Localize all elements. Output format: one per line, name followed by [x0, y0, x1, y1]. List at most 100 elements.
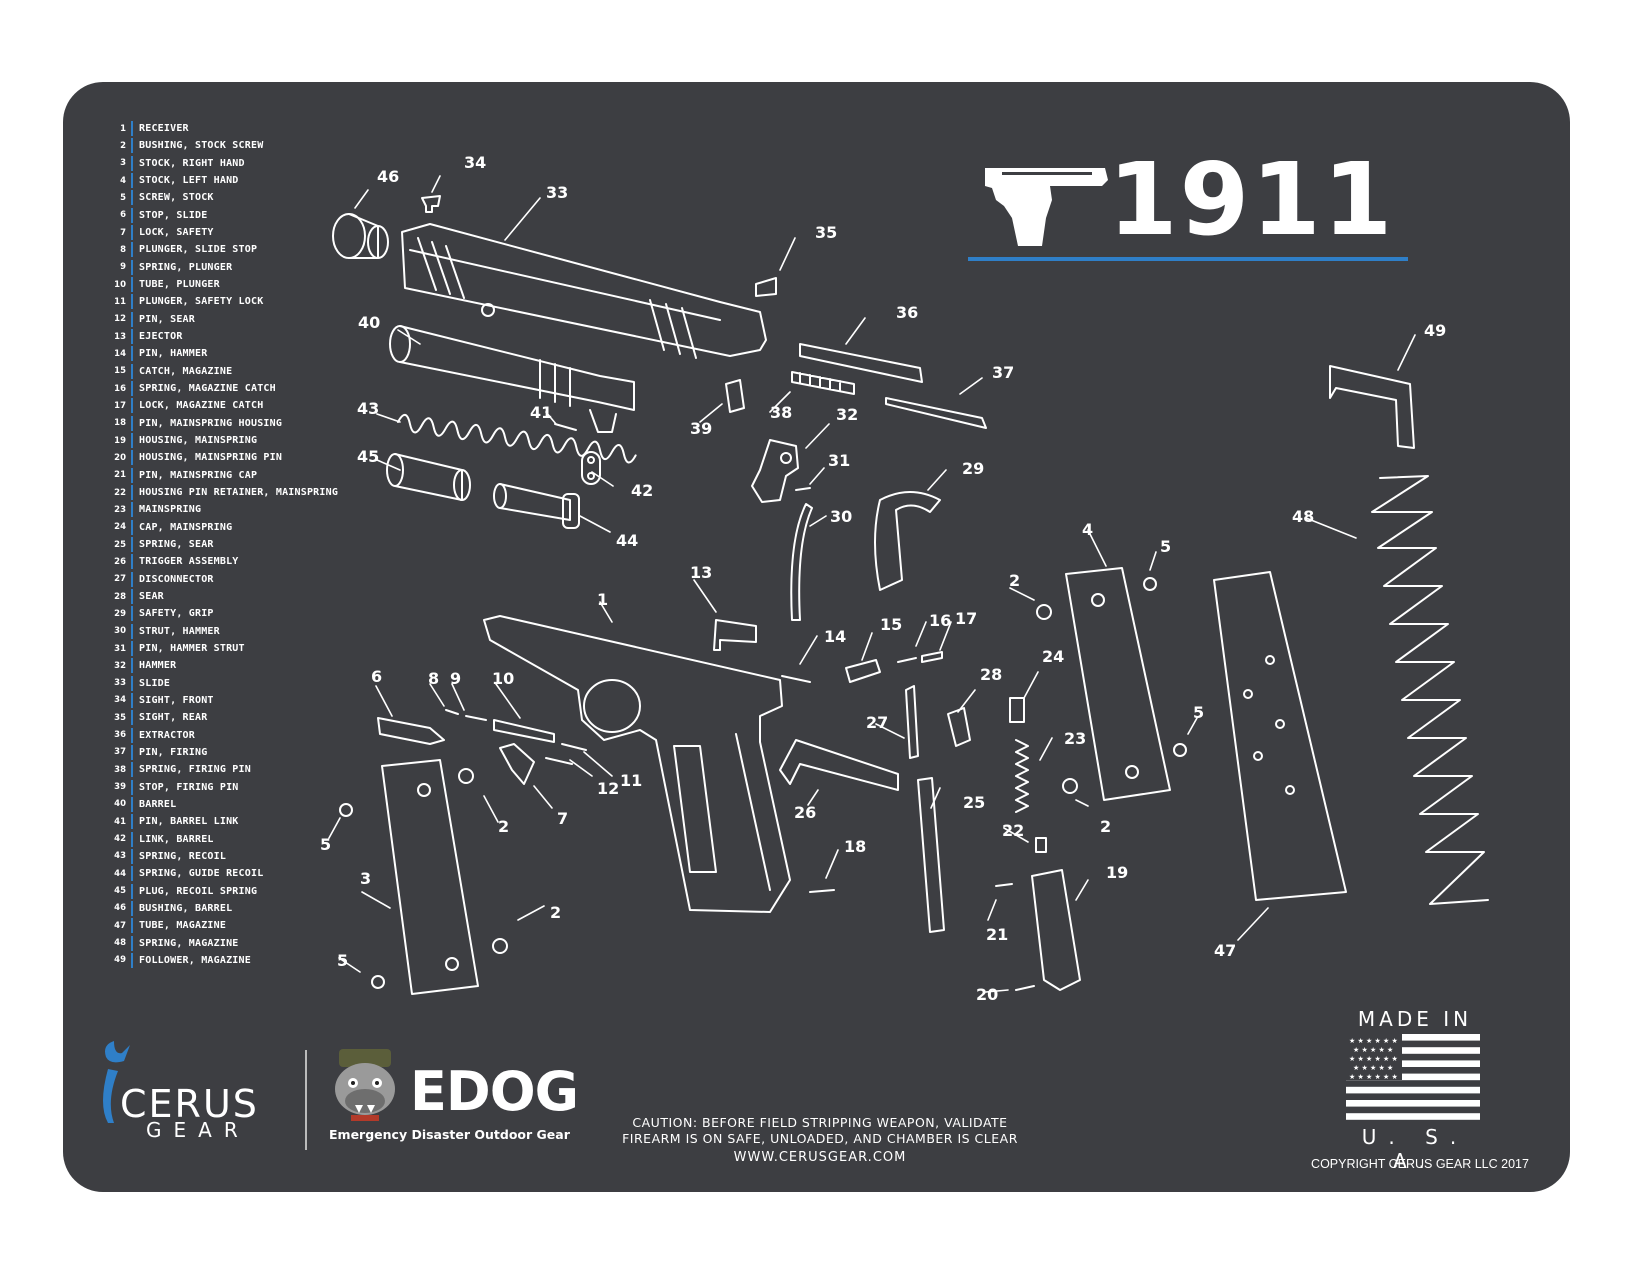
legend-part-name: PLUNGER, SAFETY LOCK: [139, 296, 264, 308]
part-number-label: 38: [770, 403, 792, 422]
part-35-rear-sight: [755, 277, 777, 297]
part-12-sear-pin: [545, 757, 573, 765]
legend-accent-bar: [131, 242, 133, 258]
legend-part-name: SIGHT, FRONT: [139, 694, 214, 706]
part-17-mag-catch-lock: [921, 651, 943, 663]
legend-accent-bar: [131, 467, 133, 483]
legend-part-name: PIN, HAMMER: [139, 348, 208, 360]
legend-accent-bar: [131, 710, 133, 726]
part-16-mag-catch-spring: [897, 657, 917, 663]
us-flag-icon: ★ ★ ★ ★ ★ ★★ ★ ★ ★ ★ ★ ★ ★ ★ ★ ★★ ★ ★ ★ …: [1346, 1034, 1480, 1120]
part-number-label: 37: [992, 363, 1014, 382]
part-number-label: 41: [530, 403, 552, 422]
legend-accent-bar: [131, 346, 133, 362]
legend-number: 12: [114, 314, 126, 325]
legend-number: 39: [114, 782, 126, 793]
svg-text:★ ★ ★ ★ ★: ★ ★ ★ ★ ★: [1353, 1064, 1393, 1072]
part-number-label: 9: [450, 669, 461, 688]
legend-part-name: LINK, BARREL: [139, 833, 214, 845]
legend-number: 2: [120, 140, 126, 151]
legend-number: 5: [120, 192, 126, 203]
part-number-label: 13: [690, 563, 712, 582]
legend-part-name: TUBE, MAGAZINE: [139, 920, 227, 932]
pistol-silhouette-icon: [985, 168, 1108, 246]
website-link[interactable]: WWW.CERUSGEAR.COM: [733, 1150, 907, 1165]
part-number-label: 5: [1160, 537, 1171, 556]
part-6-slide-stop: [377, 717, 445, 745]
legend-number: 17: [114, 400, 126, 411]
legend-number: 18: [114, 418, 126, 429]
legend-part-name: PIN, MAINSPRING CAP: [139, 469, 258, 481]
part-number-label: 29: [962, 459, 984, 478]
legend-accent-bar: [131, 848, 133, 864]
legend-part-name: LOCK, MAGAZINE CATCH: [139, 400, 264, 412]
legend-number: 33: [114, 678, 126, 689]
part-38-firing-pin-spring: [791, 371, 855, 395]
part-number-label: 27: [866, 713, 888, 732]
part-2-bushing: [458, 768, 474, 784]
page-title: 1911: [1108, 141, 1395, 258]
legend-number: 32: [114, 660, 126, 671]
part-number-label: 44: [616, 531, 638, 550]
part-number-label: 12: [597, 779, 619, 798]
legend-number: 46: [114, 903, 126, 914]
bulldog-mascot-icon: [325, 1045, 405, 1125]
part-2-bushing: [492, 938, 508, 954]
legend-accent-bar: [131, 606, 133, 622]
part-10-plunger-tube: [493, 719, 555, 743]
legend-number: 45: [114, 886, 126, 897]
part-number-label: 10: [492, 669, 514, 688]
part-48-magazine-spring: [1371, 475, 1489, 905]
legend-part-name: FOLLOWER, MAGAZINE: [139, 954, 251, 966]
legend-part-name: STOCK, RIGHT HAND: [139, 157, 245, 169]
part-number-label: 30: [830, 507, 852, 526]
legend-part-name: SCREW, STOCK: [139, 192, 214, 204]
part-36-extractor: [799, 343, 923, 383]
legend-number: 22: [114, 487, 126, 498]
part-40-barrel: [389, 325, 635, 433]
legend-row: 5 SCREW, STOCK: [110, 189, 370, 206]
legend-accent-bar: [131, 571, 133, 587]
svg-text:★ ★ ★ ★ ★ ★: ★ ★ ★ ★ ★ ★: [1349, 1037, 1398, 1045]
legend-accent-bar: [131, 329, 133, 345]
part-number-label: 21: [986, 925, 1008, 944]
legend-part-name: SPRING, GUIDE RECOIL: [139, 868, 264, 880]
legend-accent-bar: [131, 311, 133, 327]
legend-part-name: PIN, HAMMER STRUT: [139, 643, 245, 654]
part-33-slide: [401, 223, 767, 359]
svg-text:★ ★ ★ ★ ★ ★: ★ ★ ★ ★ ★ ★: [1349, 1055, 1398, 1063]
legend-part-name: EXTRACTOR: [139, 729, 195, 741]
legend-part-name: SIGHT, REAR: [139, 712, 208, 724]
part-number-label: 19: [1106, 863, 1128, 882]
part-number-label: 7: [557, 809, 568, 828]
svg-text:★ ★ ★ ★ ★: ★ ★ ★ ★ ★: [1353, 1046, 1393, 1054]
part-number-label: 26: [794, 803, 816, 822]
legend-accent-bar: [131, 918, 133, 934]
legend-number: 31: [114, 643, 126, 654]
legend-number: 49: [114, 955, 126, 966]
part-43-recoil-spring: [397, 413, 637, 464]
legend-number: 11: [114, 296, 126, 307]
legend-part-name: SPRING, PLUNGER: [139, 261, 233, 273]
legend-number: 19: [114, 435, 126, 446]
part-18-housing-pin: [809, 889, 835, 893]
part-22-retainer: [1035, 837, 1047, 853]
part-5-screw: [1143, 577, 1157, 591]
legend-part-name: CATCH, MAGAZINE: [139, 365, 233, 377]
